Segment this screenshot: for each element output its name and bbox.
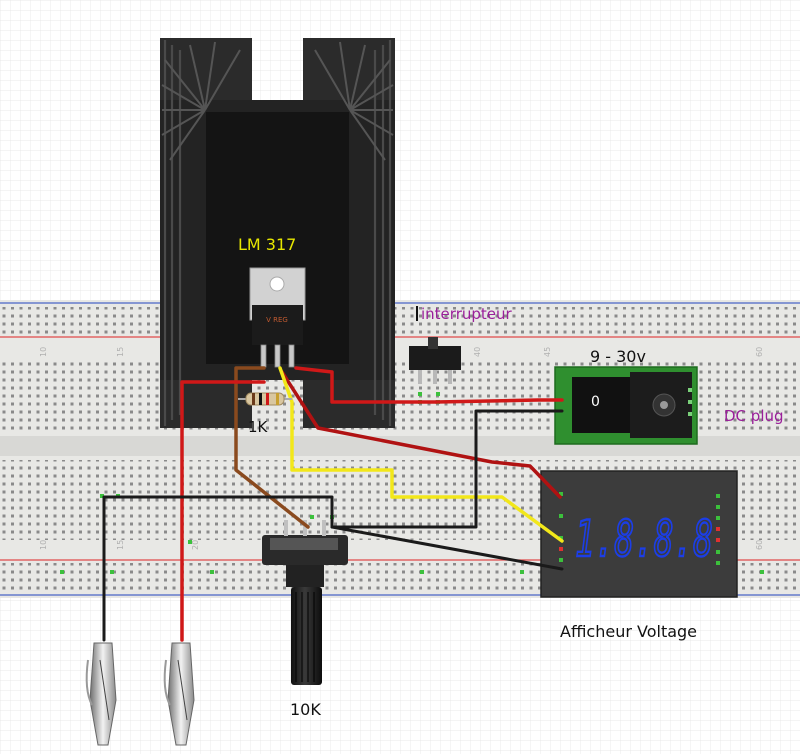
wire-black-ground [102,495,334,642]
alligator-clip-red [163,642,195,746]
col-num: 20 [191,540,200,550]
lm317-regulator: V REG [249,267,306,368]
column-numbers-bottom: 10 15 20 60 [39,540,764,550]
col-num: 60 [755,347,764,357]
col-num: 15 [116,347,125,357]
heat-sink [160,38,395,428]
voltage-display: 1.8.8.8 [540,470,738,598]
col-num: 45 [543,347,552,357]
resistor-label: 1K [248,418,269,436]
slide-switch [409,337,461,384]
display-digits: 1.8.8.8 [575,510,713,568]
wire-red-jack [434,398,564,404]
wire-red-main [294,366,438,404]
wire-red-display [280,370,562,499]
alligator-clip-black [85,642,117,746]
wires [102,366,564,642]
display-label: Afficheur Voltage [560,622,697,641]
wire-black-display [330,525,564,571]
wire-red-output [180,380,266,642]
resistor-1k [238,392,292,406]
switch-label: interrupteur [421,305,512,323]
switch-label-cursor [416,306,418,321]
wire-black-jack [330,409,564,529]
potentiometer [262,520,348,685]
regulator-label: LM 317 [238,235,296,254]
jack-mark: 0 [591,394,600,410]
col-num: 40 [473,347,482,357]
wire-yellow [278,366,564,543]
col-num: 10 [39,540,48,550]
col-num: 60 [755,540,764,550]
regulator-marking: V REG [266,316,288,324]
dc-jack [554,366,698,445]
col-num: 15 [116,540,125,550]
potentiometer-label: 10K [290,700,321,719]
dc-plug-label: DC plug [724,407,784,425]
mounting-hole [269,276,285,292]
col-num: 10 [39,347,48,357]
rail-holes-top [0,307,800,334]
voltage-range-label: 9 - 30v [590,347,646,366]
